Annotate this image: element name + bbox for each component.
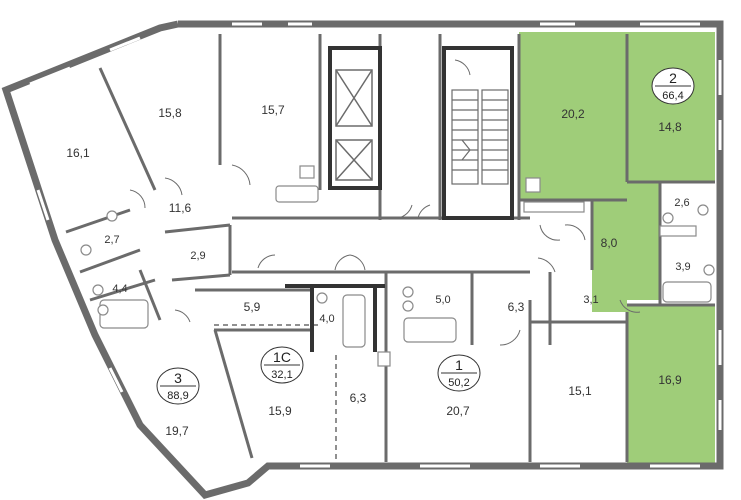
toilet [92, 284, 104, 296]
apartment-number: 3 [174, 370, 182, 386]
sink [525, 177, 541, 193]
apartment-number: 2 [669, 70, 677, 86]
apartment-number: 1С [273, 349, 291, 365]
door-swings [129, 59, 641, 346]
elevator-shafts [335, 69, 373, 181]
bathroom-fixtures [80, 165, 715, 367]
sink [299, 165, 315, 179]
room-area: 15,1 [568, 384, 592, 398]
room-area: 15,9 [268, 404, 292, 418]
room-area: 2,6 [674, 197, 689, 209]
room-area: 16,9 [658, 373, 682, 387]
bathtub [99, 299, 149, 329]
toilet [402, 286, 414, 298]
bathtub [662, 281, 712, 303]
room-area: 6,3 [508, 300, 525, 314]
toilet [662, 212, 674, 224]
apartment-badge-2[interactable]: 2 66,4 [651, 67, 695, 105]
apartment-badge-3[interactable]: 3 88,9 [156, 367, 200, 405]
window-marks [29, 22, 722, 468]
sink [377, 351, 391, 367]
room-area: 20,2 [561, 107, 585, 121]
staircase [451, 89, 509, 185]
sink [523, 201, 585, 213]
room-area: 15,8 [158, 106, 182, 120]
toilet [697, 204, 709, 216]
room-area: 8,0 [601, 236, 618, 250]
room-area: 6,3 [350, 391, 367, 405]
room-area: 5,0 [435, 294, 450, 306]
apartment-area: 88,9 [167, 390, 188, 402]
toilet [97, 304, 109, 316]
apartment-number: 1 [455, 357, 463, 373]
bathtub [275, 185, 319, 203]
apartment-area: 50,2 [448, 377, 469, 389]
room-area: 2,7 [104, 234, 119, 246]
core-walls [285, 46, 514, 352]
apartment-badge-1c[interactable]: 1С 32,1 [260, 346, 304, 384]
room-area: 20,7 [446, 404, 470, 418]
bathtub [403, 317, 457, 343]
toilet [402, 300, 414, 312]
toilet [703, 264, 715, 276]
room-area: 3,1 [583, 294, 598, 306]
interior-walls [65, 34, 715, 462]
room-area: 14,8 [658, 120, 682, 134]
room-area: 16,1 [66, 146, 90, 160]
toilet [80, 244, 92, 256]
toilet [316, 292, 328, 304]
apartment-area: 32,1 [271, 369, 292, 381]
apartment-badge-1[interactable]: 1 50,2 [437, 354, 481, 392]
toilet [106, 210, 118, 222]
room-area: 3,9 [675, 261, 690, 273]
room-area: 5,9 [244, 300, 261, 314]
room-labels: 16,1 15,8 15,7 11,6 2,7 4,4 2,9 19,7 5,9… [66, 103, 690, 438]
sink [659, 225, 697, 237]
bathtub [342, 294, 366, 348]
room-area: 4,4 [112, 283, 127, 295]
room-area: 15,7 [261, 103, 285, 117]
apartment-area: 66,4 [662, 90, 683, 102]
room-area: 4,0 [319, 313, 334, 325]
room-area: 2,9 [190, 250, 205, 262]
outer-walls [1, 20, 724, 499]
room-area: 11,6 [169, 201, 192, 215]
room-area: 19,7 [165, 424, 189, 438]
